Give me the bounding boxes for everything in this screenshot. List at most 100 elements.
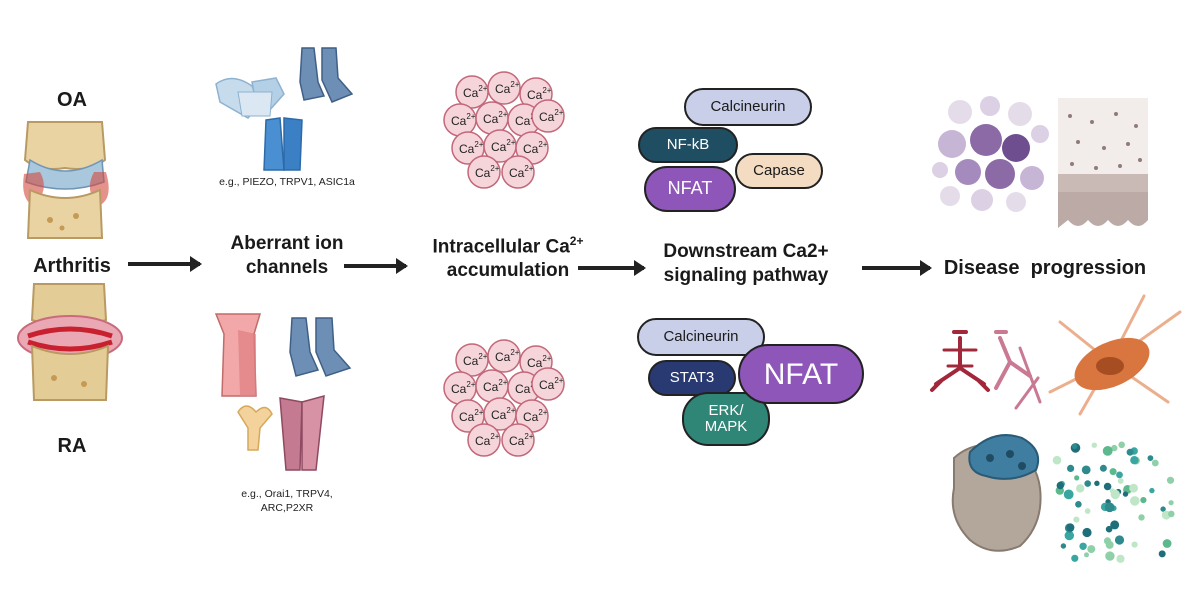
- calcium-title: Intracellular Ca2+ accumulation: [418, 234, 598, 283]
- cytokine-particle: [1079, 542, 1087, 550]
- nfat-pill-bottom: NFAT: [738, 344, 864, 404]
- osteoclast-bone-illustration: [951, 434, 1042, 552]
- capase-pill: Capase: [735, 153, 823, 189]
- cytokine-particle: [1117, 478, 1124, 484]
- cytokine-particle: [1131, 541, 1138, 548]
- calcineurin-pill-top: Calcineurin: [684, 88, 812, 126]
- arthritis-label: Arthritis: [33, 255, 111, 277]
- calcium-ion: Ca2+: [455, 75, 489, 109]
- cytokine-particle: [1130, 496, 1140, 506]
- cytokine-particle: [1060, 543, 1067, 549]
- calcineurin-pill-bottom: Calcineurin: [637, 318, 765, 356]
- cytokine-particle: [1147, 455, 1154, 461]
- cytokine-particle: [1084, 508, 1091, 514]
- cytokine-particle: [1158, 550, 1166, 558]
- cytokine-particle: [1091, 442, 1097, 448]
- calcium-ion: Ca2+: [451, 399, 485, 433]
- calcium-ion: Ca2+: [487, 71, 521, 105]
- cytokine-particle: [1138, 514, 1145, 521]
- cytokine-particle: [1110, 489, 1120, 500]
- ion-channels-bottom-illustration: [214, 313, 352, 471]
- cytokine-particle: [1116, 554, 1125, 563]
- arrow-2: [344, 258, 408, 274]
- cytokine-particle: [1109, 468, 1117, 476]
- nfkb-pill: NF-kB: [638, 127, 738, 163]
- cytokine-particle: [1076, 484, 1085, 493]
- cytokine-particle: [1087, 545, 1096, 554]
- cytokine-particle: [1105, 540, 1114, 549]
- cytokine-particle: [1064, 530, 1074, 541]
- cytokine-particle: [1081, 465, 1091, 475]
- calcium-ion: Ca2+: [467, 423, 501, 457]
- cytokine-particle: [1110, 520, 1120, 530]
- cytokine-particle: [1126, 448, 1134, 456]
- cytokine-particle: [1103, 482, 1112, 491]
- cytokine-particle: [1129, 483, 1138, 493]
- cytokine-particle: [1104, 502, 1115, 513]
- calcium-ion: Ca2+: [531, 99, 565, 133]
- cytokine-particle: [1063, 489, 1074, 500]
- calcium-ion: Ca2+: [501, 155, 535, 189]
- calcium-ion: Ca2+: [451, 131, 485, 165]
- cytokine-particle: [1066, 523, 1075, 532]
- cytokine-particle: [1056, 481, 1064, 490]
- calcium-ion-cluster-bottom: Ca2+Ca2+Ca2+Ca2+Ca2+Ca2+Ca2+Ca2+Ca2+Ca2+…: [443, 339, 565, 457]
- cytokine-particle: [1105, 525, 1113, 533]
- cytokine-particle: [1099, 464, 1107, 472]
- cytokine-particle: [1067, 464, 1075, 472]
- channels-title: Aberrant ion channels: [230, 233, 344, 278]
- cytokine-particle: [1084, 480, 1091, 487]
- calcium-ion: Ca2+: [455, 343, 489, 377]
- cytokine-particle: [1071, 443, 1078, 450]
- calcium-ion: Ca2+: [501, 423, 535, 457]
- cytokine-particle: [1073, 516, 1080, 523]
- cytokine-particle: [1130, 456, 1139, 465]
- fibroblast-illustration: [1048, 294, 1182, 416]
- cell-cluster-illustration: [932, 96, 1049, 212]
- cytokine-particle: [1114, 535, 1125, 545]
- cytokine-particle: [1122, 491, 1129, 497]
- cytokine-particle: [1149, 487, 1155, 494]
- cytokine-particles-illustration: [1052, 441, 1175, 563]
- cytokine-particle: [1094, 480, 1100, 486]
- calcium-ion: Ca2+: [467, 155, 501, 189]
- stat3-pill: STAT3: [648, 360, 736, 396]
- cytokine-particle: [1052, 455, 1062, 465]
- calcium-ion: Ca2+: [483, 129, 517, 163]
- calcium-ion-cluster-top: Ca2+Ca2+Ca2+Ca2+Ca2+Ca2+Ca2+Ca2+Ca2+Ca2+…: [443, 71, 565, 189]
- calcium-title-main: Intracellular Ca: [432, 236, 570, 258]
- channels-examples-bottom: e.g., Orai1, TRPV4, ARC,P2XR: [241, 488, 333, 515]
- cytokine-particle: [1168, 510, 1175, 518]
- calcium-ion: Ca2+: [443, 103, 477, 137]
- ra-label: RA: [57, 435, 87, 457]
- cytokine-particle: [1071, 554, 1079, 562]
- arrow-3: [578, 260, 646, 276]
- cytokine-particle: [1111, 444, 1118, 452]
- calcium-title-line2: accumulation: [446, 260, 570, 282]
- cytokine-particle: [1082, 527, 1092, 538]
- calcium-ion: Ca2+: [531, 367, 565, 401]
- cytokine-particle: [1140, 497, 1147, 504]
- arrow-1: [128, 256, 202, 272]
- cytokine-particle: [1084, 552, 1089, 558]
- antibody-illustration: [930, 330, 1042, 410]
- cytokine-particle: [1116, 471, 1123, 479]
- calcium-ion: Ca2+: [475, 101, 509, 135]
- cytokine-particle: [1151, 459, 1159, 467]
- calcium-ion: Ca2+: [515, 131, 549, 165]
- channels-examples-top: e.g., PIEZO, TRPV1, ASIC1a: [219, 176, 355, 188]
- cytokine-particle: [1074, 475, 1080, 481]
- cytokine-particle: [1075, 501, 1082, 508]
- cytokine-particle: [1160, 506, 1166, 512]
- oa-knee-illustration: [23, 121, 109, 239]
- calcium-title-superscript: 2+: [569, 234, 584, 248]
- calcium-ion: Ca2+: [475, 369, 509, 403]
- arrow-4: [862, 260, 932, 276]
- nfat-pill-top: NFAT: [644, 166, 736, 212]
- disease-title: Disease progression: [943, 257, 1147, 279]
- cytokine-particle: [1118, 441, 1125, 449]
- ion-channels-top-illustration: [215, 47, 354, 171]
- cytokine-particle: [1168, 500, 1174, 506]
- cartilage-tissue-illustration: [1058, 98, 1148, 228]
- cytokine-particle: [1162, 539, 1172, 548]
